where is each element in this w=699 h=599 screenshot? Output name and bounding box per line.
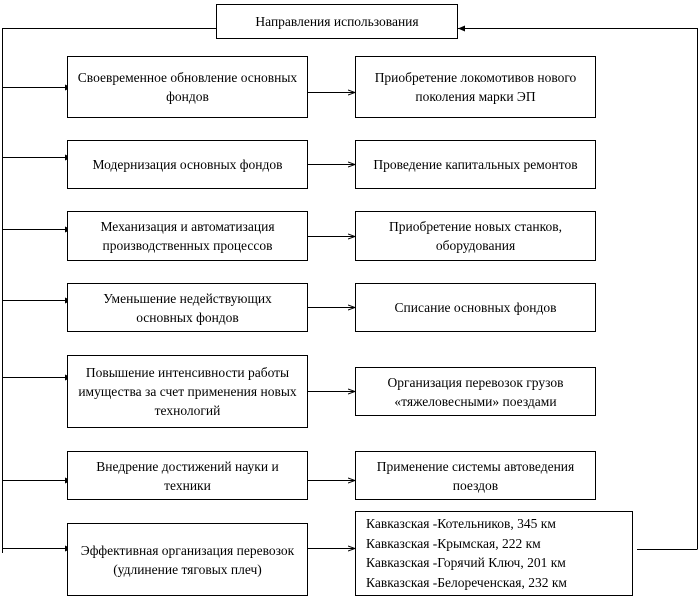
direction-box: Повышение интенсивности работы имущества… (67, 355, 308, 428)
measure-box: Организация перевозок грузов «тяжеловесн… (355, 367, 596, 416)
measure-box: Приобретение локомотивов нового поколени… (355, 56, 596, 118)
direction-box: Уменьшение недействующих основных фондов (67, 283, 308, 332)
direction-box: Своевременное обновление основных фондов (67, 56, 308, 118)
direction-box: Внедрение достижений науки и техники (67, 451, 308, 500)
route-item: Кавказская -Горячий Ключ, 201 км (366, 555, 566, 570)
measure-box: Проведение капитальных ремонтов (355, 140, 596, 189)
direction-box: Модернизация основных фондов (67, 140, 308, 189)
routes-box: Кавказская -Котельников, 345 км Кавказск… (355, 511, 633, 596)
left-bus-line (2, 28, 216, 553)
route-item: Кавказская -Крымская, 222 км (366, 535, 541, 551)
feedback-line (458, 25, 698, 549)
direction-box: Механизация и автоматизация производстве… (67, 211, 308, 261)
direction-box: Эффективная организация перевозок (удлин… (67, 523, 308, 596)
measure-box: Приобретение новых станков, оборудования (355, 211, 596, 261)
route-item: Кавказская -Котельников, 345 км (366, 516, 556, 531)
title-box: Направления использования (216, 4, 458, 39)
measure-box: Списание основных фондов (355, 283, 596, 332)
route-item: Кавказская -Белореченская, 232 км (366, 574, 567, 590)
measure-box: Применение системы автоведения поездов (355, 451, 596, 500)
